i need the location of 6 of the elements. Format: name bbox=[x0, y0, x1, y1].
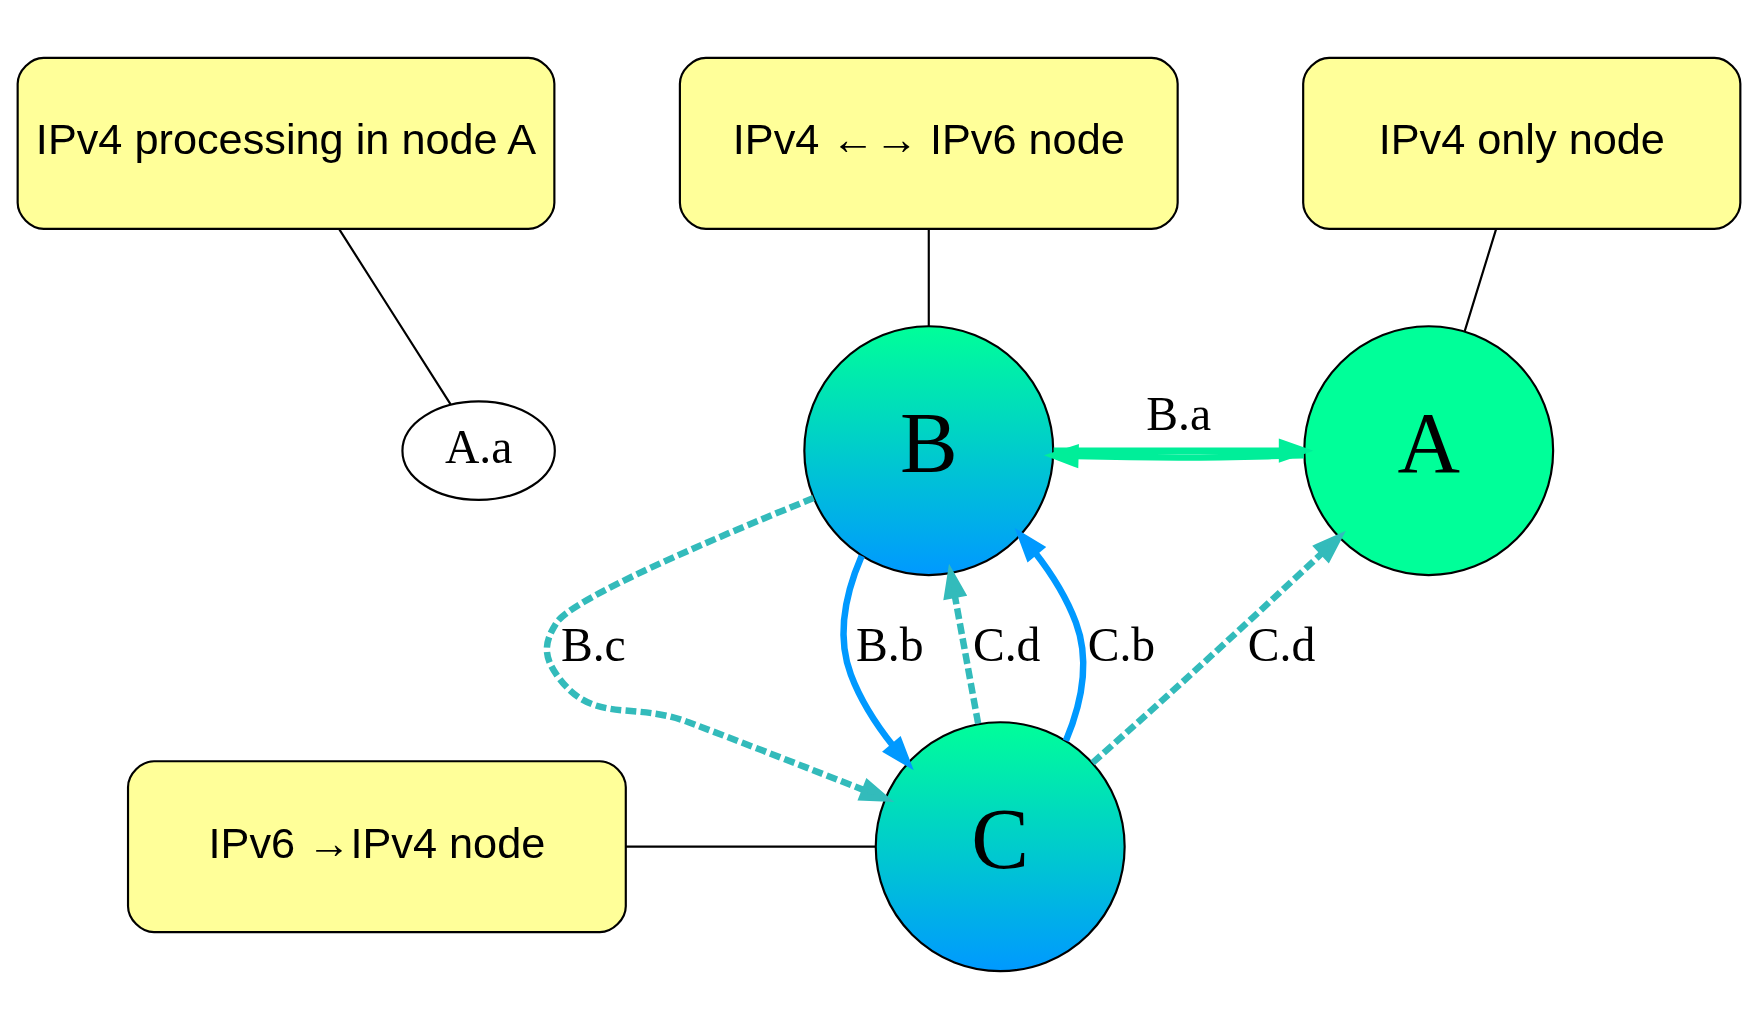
edge-label: C.d bbox=[1247, 618, 1315, 671]
edge-label: C.b bbox=[1087, 618, 1155, 671]
edge-label: B.c bbox=[560, 618, 626, 671]
edge-label: C.d bbox=[972, 618, 1040, 671]
edge-label: B.a bbox=[1145, 387, 1211, 440]
edge-label: B.b bbox=[855, 618, 924, 671]
